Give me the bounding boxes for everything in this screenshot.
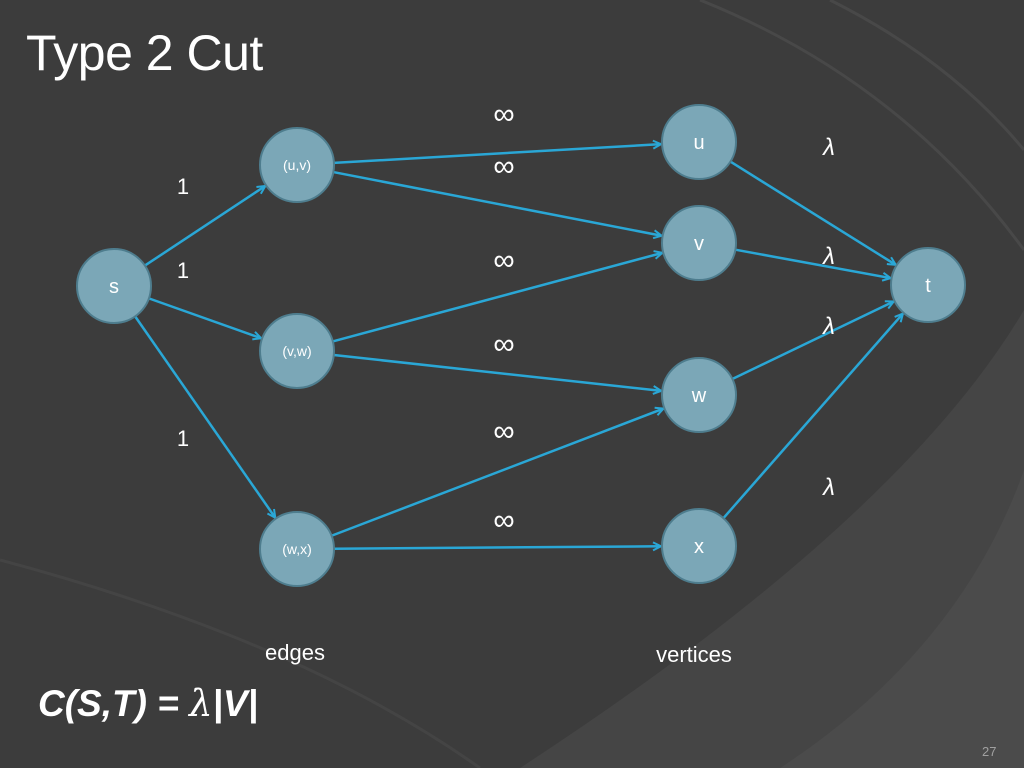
edge-u-t [729, 160, 895, 265]
edge-layer [134, 144, 903, 549]
edge-vw-v [332, 253, 663, 343]
edge-label-w-t: λ [821, 313, 835, 340]
node-circle-w [661, 357, 737, 433]
node-u: u [661, 104, 737, 180]
edge-s-wx [134, 315, 275, 517]
formula-suffix: |V| [212, 683, 258, 724]
column-label-edges: edges [265, 640, 325, 665]
edge-label-v-t: λ [821, 243, 835, 270]
node-layer: s (u,v) (v,w) (w,x) u v w x t [76, 104, 966, 587]
node-label-u: u [693, 132, 704, 154]
node-circle-vw [259, 313, 335, 389]
edge-s-uv [144, 186, 265, 267]
edge-label-x-t: λ [821, 474, 835, 501]
node-v: v [661, 205, 737, 281]
formula-prefix: C(S,T) = [38, 683, 190, 724]
node-circle-wx [259, 511, 335, 587]
edge-uv-v [333, 170, 661, 236]
edge-label-wx-x: ∞ [493, 504, 514, 537]
edge-label-layer: 1 1 1 ∞ ∞ ∞ ∞ ∞ ∞ λ λ λ λ [177, 98, 835, 537]
node-label-v: v [694, 233, 704, 255]
edge-label-uv-v: ∞ [493, 150, 514, 183]
node-circle-t [890, 247, 966, 323]
edge-label-s-vw: 1 [177, 258, 189, 283]
edge-vw-w [333, 353, 661, 391]
node-circle-x [661, 508, 737, 584]
formula-lambda: λ [189, 682, 213, 725]
node-label-x: x [694, 536, 704, 558]
node-w: w [661, 357, 737, 433]
node-label-s: s [109, 276, 119, 298]
node-x: x [661, 508, 737, 584]
column-label-vertices: vertices [656, 642, 732, 667]
node-label-uv: (u,v) [283, 157, 311, 173]
edge-wx-w [331, 409, 664, 537]
node-vw: (v,w) [259, 313, 335, 389]
node-label-w: w [691, 385, 707, 407]
cut-capacity-formula: C(S,T) = λ|V| [38, 682, 258, 725]
edge-label-u-t: λ [821, 134, 835, 161]
edge-label-vw-v: ∞ [493, 244, 514, 277]
edge-label-s-wx: 1 [177, 426, 189, 451]
node-wx: (w,x) [259, 511, 335, 587]
page-number: 27 [982, 744, 997, 759]
node-uv: (u,v) [259, 127, 335, 203]
node-circle-v [661, 205, 737, 281]
edge-v-t [735, 248, 890, 278]
edge-uv-u [333, 144, 661, 165]
node-circle-u [661, 104, 737, 180]
node-label-t: t [925, 275, 931, 297]
node-label-wx: (w,x) [282, 541, 312, 557]
node-circle-s [76, 248, 152, 324]
edge-wx-x [333, 546, 661, 548]
edge-w-t [731, 301, 893, 381]
node-t: t [890, 247, 966, 323]
node-circle-uv [259, 127, 335, 203]
node-s: s [76, 248, 152, 324]
edge-x-t [722, 314, 903, 520]
edge-label-s-uv: 1 [177, 174, 189, 199]
edge-label-uv-u: ∞ [493, 98, 514, 131]
slide-title: Type 2 Cut [26, 25, 263, 81]
node-label-vw: (v,w) [282, 343, 311, 359]
edge-label-wx-w: ∞ [493, 415, 514, 448]
edge-s-vw [148, 297, 261, 338]
edge-label-vw-w: ∞ [493, 328, 514, 361]
